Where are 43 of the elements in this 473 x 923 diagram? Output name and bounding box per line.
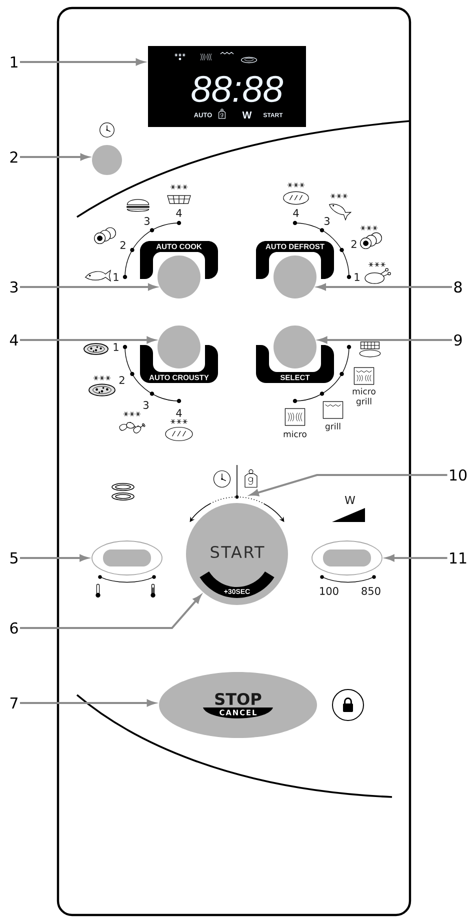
scale-number: 3 [144,217,150,225]
callout-number: 3 [10,281,18,293]
leader-line [20,58,144,66]
leader-line [20,284,156,290]
scale-number: 1 [114,343,118,351]
scale-number: 4 [176,209,182,217]
lcd-label: W [242,112,252,118]
pill-button [92,540,162,576]
leader-line [20,700,156,706]
leader-line [250,474,448,496]
scale-number: 4 [176,409,182,417]
scale-number: 3 [324,217,330,225]
mode-label: grill [325,422,340,432]
pill-button [312,540,382,576]
scale-number: 1 [114,273,118,281]
callout-number: 8 [454,281,462,293]
leader-line [20,336,156,344]
callout-number: 10 [450,469,467,481]
leader-line [20,594,202,629]
callout-number: 4 [10,334,18,346]
callout-number: 11 [450,552,466,564]
round-button [92,145,122,175]
unit-label: W [344,496,356,504]
callout-number: 2 [10,151,18,163]
scale-number: 1 [354,273,360,281]
callout-number: 6 [10,622,18,634]
scale-number: 4 [293,209,299,217]
leader-line [318,284,452,290]
scale-value: 850 [362,587,380,595]
scale-number: 2 [120,241,126,249]
leader-line [318,336,452,344]
mode-label: micro [284,430,306,438]
callout-number: 7 [10,698,18,708]
callout-number: 1 [10,56,18,68]
scale-number: 2 [119,376,124,384]
scale-number: 2 [351,240,356,248]
callout-number: 9 [454,334,462,346]
callout-number: 5 [10,552,18,564]
leader-line [20,154,89,160]
lcd-digits: 88:88 [192,76,284,102]
scale-number: 3 [143,401,148,409]
scale-value: 100 [320,587,338,595]
mode-label: micro grill [352,388,376,406]
